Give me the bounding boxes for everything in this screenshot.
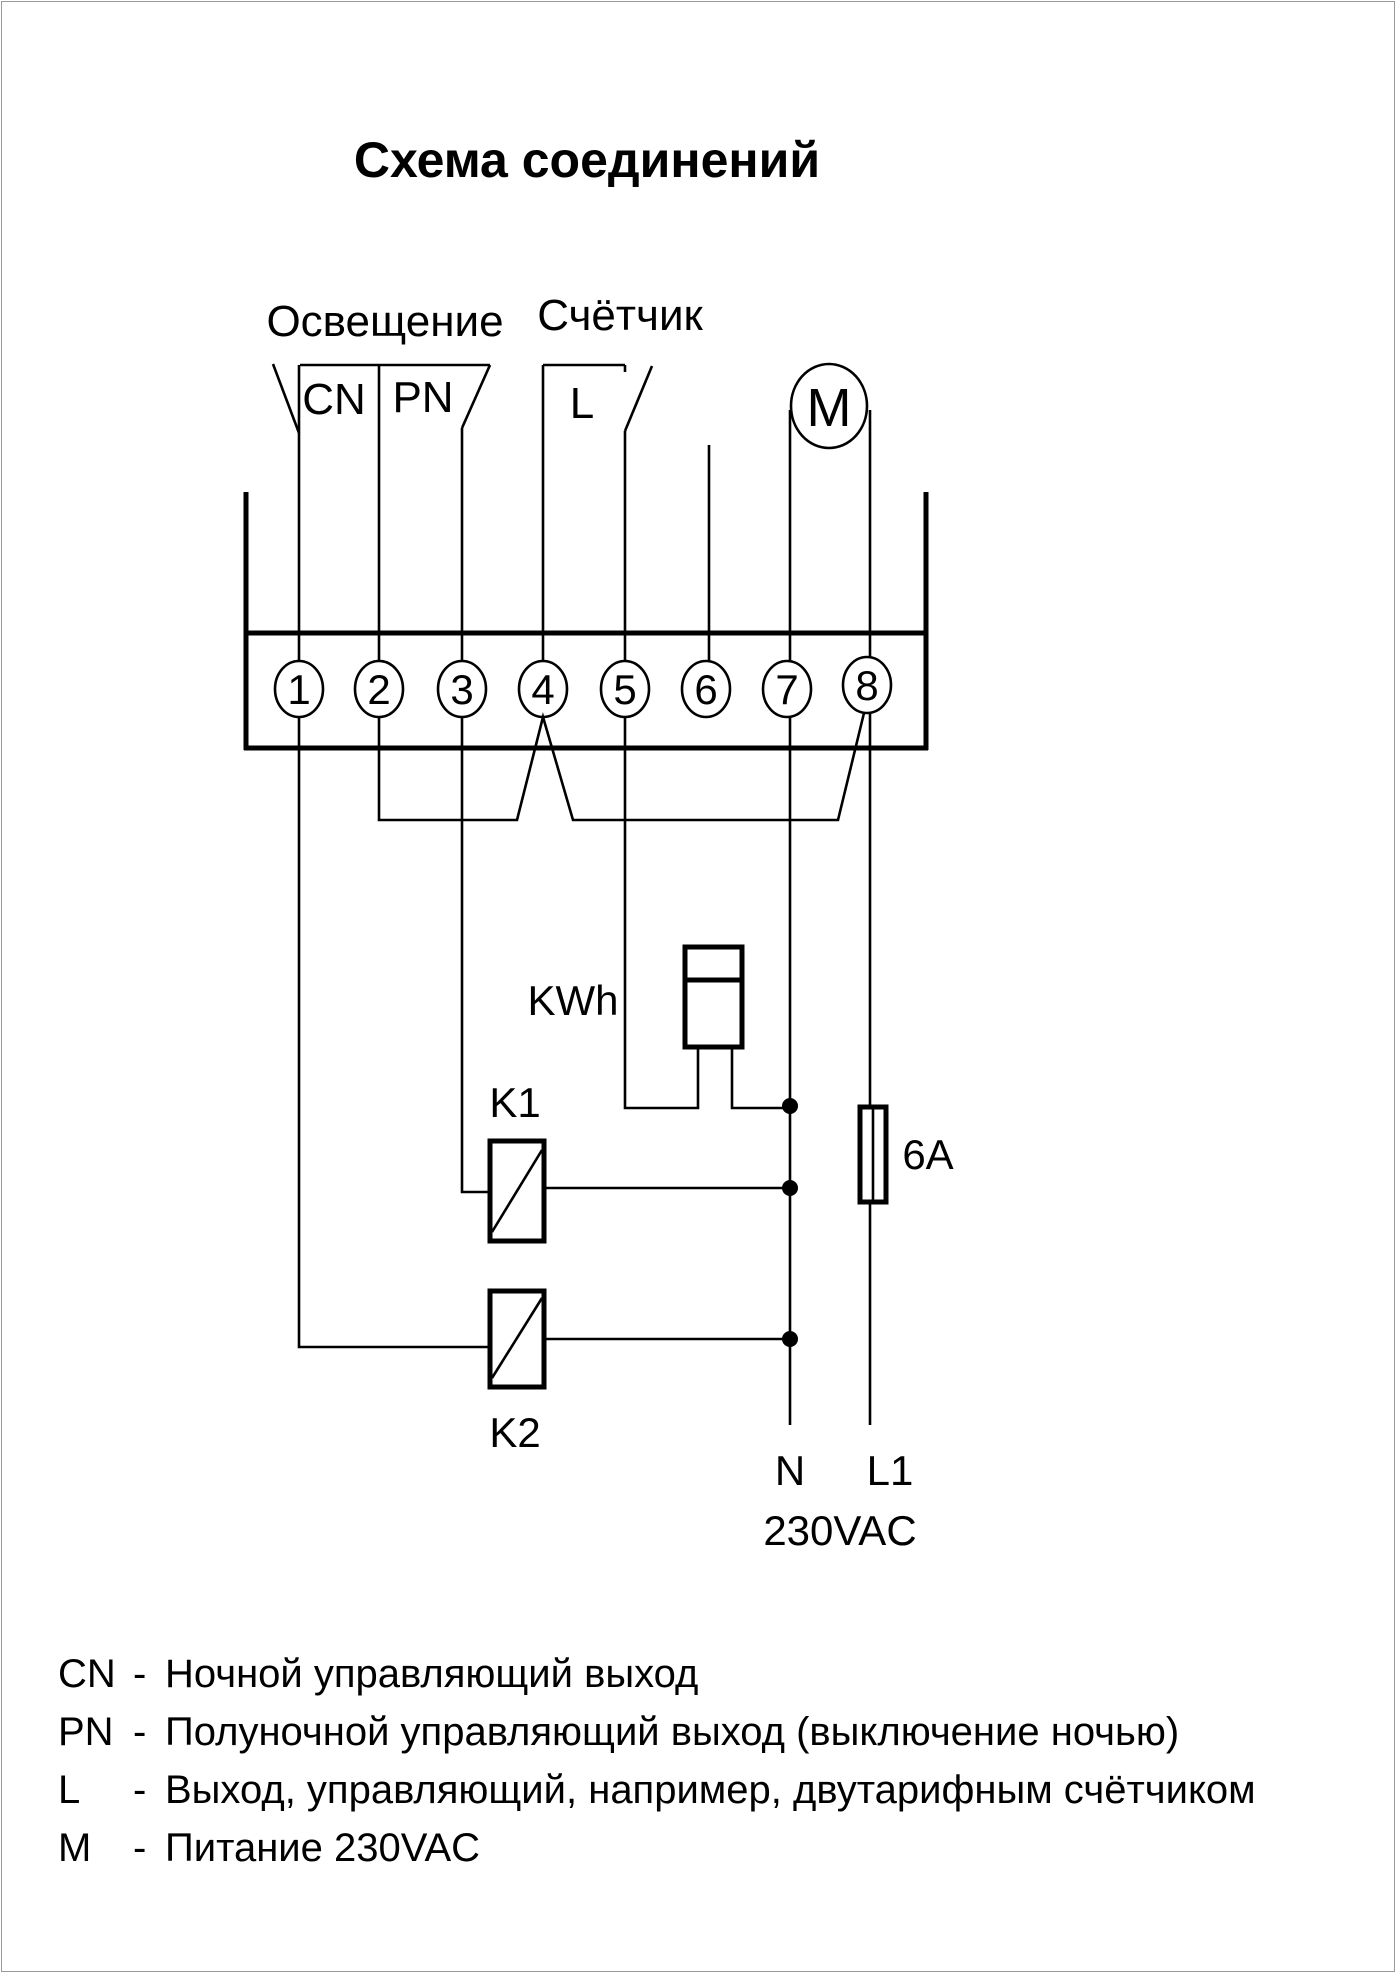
lower-wiring xyxy=(297,713,872,1425)
legend-key: M xyxy=(58,1826,92,1870)
svg-text:5: 5 xyxy=(613,666,636,713)
svg-text:6: 6 xyxy=(694,666,717,713)
meter-switch-contacts xyxy=(541,363,654,687)
label-m: M xyxy=(807,378,852,438)
legend-text: Выход, управляющий, например, двутарифны… xyxy=(165,1768,1256,1812)
legend-item-l: L - Выход, управляющий, например, двутар… xyxy=(58,1761,1256,1819)
label-voltage: 230VAC xyxy=(763,1507,916,1554)
device-housing xyxy=(243,492,929,751)
svg-text:2: 2 xyxy=(367,666,390,713)
label-k1: K1 xyxy=(489,1079,540,1126)
legend-dash: - xyxy=(133,1768,147,1812)
label-cn: CN xyxy=(302,375,366,424)
label-lighting: Освещение xyxy=(266,297,503,346)
svg-text:8: 8 xyxy=(855,662,878,709)
terminal-block: 1 2 3 4 5 6 7 8 xyxy=(273,655,893,719)
label-k2: K2 xyxy=(489,1409,540,1456)
legend-item-m: M - Питание 230VAC xyxy=(58,1819,1256,1877)
legend-item-pn: PN - Полуночной управляющий выход (выклю… xyxy=(58,1703,1256,1761)
svg-text:7: 7 xyxy=(775,666,798,713)
terminal-2: 2 xyxy=(353,659,405,719)
label-l: L xyxy=(570,379,594,428)
kwh-meter-symbol: KWh xyxy=(527,944,745,1050)
legend-dash: - xyxy=(133,1652,147,1696)
legend-dash: - xyxy=(133,1710,147,1754)
legend-text: Ночной управляющий выход xyxy=(165,1652,699,1696)
label-meter: Счётчик xyxy=(537,291,703,340)
terminal-7: 7 xyxy=(761,659,813,719)
internal-jumpers xyxy=(377,712,866,822)
terminal-8: 8 xyxy=(841,655,893,715)
legend-key: CN xyxy=(58,1652,116,1696)
label-pn: PN xyxy=(392,373,453,422)
label-kwh: KWh xyxy=(527,977,618,1024)
svg-text:1: 1 xyxy=(287,666,310,713)
legend-item-cn: CN - Ночной управляющий выход xyxy=(58,1645,1256,1703)
legend: CN - Ночной управляющий выход PN - Полун… xyxy=(58,1645,1256,1877)
terminal-5: 5 xyxy=(599,659,651,719)
motor-symbol: M xyxy=(788,362,872,686)
fuse-symbol: 6A xyxy=(857,1104,954,1205)
terminal-6: 6 xyxy=(680,659,732,719)
junction-dots xyxy=(782,1098,798,1347)
terminal-1: 1 xyxy=(273,659,325,719)
terminal-4: 4 xyxy=(517,659,569,719)
legend-key: PN xyxy=(58,1710,114,1754)
label-n: N xyxy=(775,1447,805,1494)
legend-dash: - xyxy=(133,1826,147,1870)
diagram-title: Схема соединений xyxy=(354,132,820,188)
svg-text:3: 3 xyxy=(450,666,473,713)
relay-k2-symbol: K2 xyxy=(487,1288,547,1456)
relay-k1-symbol: K1 xyxy=(487,1079,547,1244)
label-fuse: 6A xyxy=(902,1131,953,1178)
legend-key: L xyxy=(58,1768,81,1812)
terminal-3: 3 xyxy=(436,659,488,719)
svg-text:4: 4 xyxy=(531,666,554,713)
label-l1: L1 xyxy=(867,1447,914,1494)
legend-text: Питание 230VAC xyxy=(165,1826,481,1870)
legend-text: Полуночной управляющий выход (выключение… xyxy=(165,1710,1180,1754)
